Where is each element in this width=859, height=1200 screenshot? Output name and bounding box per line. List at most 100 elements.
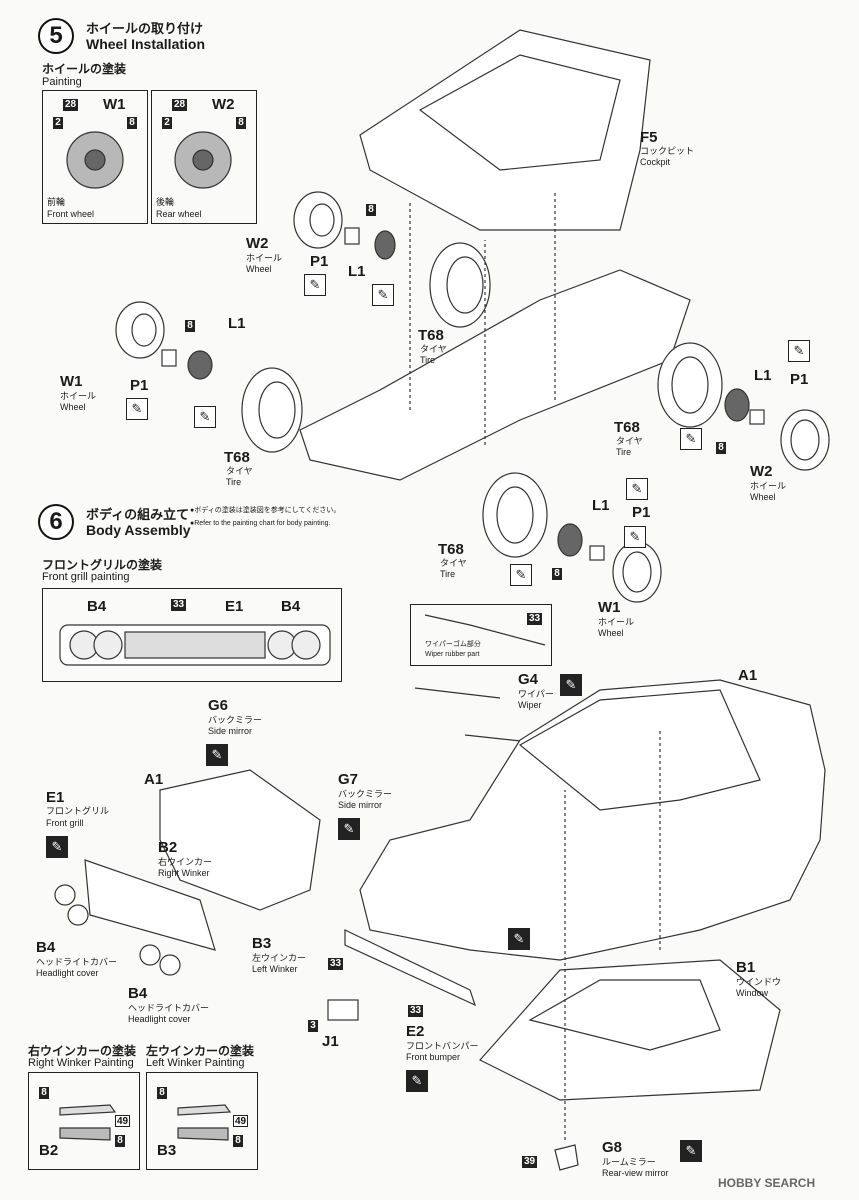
b3-part: B3 (252, 935, 272, 952)
right-winker-color-49: 49 (115, 1115, 131, 1127)
right-winker-color-8b: 8 (115, 1135, 125, 1147)
no-glue-icon: ✎ (626, 478, 648, 500)
step6-note-en: ●Refer to the painting chart for body pa… (190, 520, 331, 527)
b4a-jp: ヘッドライトカバー (36, 957, 118, 967)
right-winker-part: B2 (39, 1142, 59, 1159)
no-glue-icon: ✎ (624, 526, 646, 548)
w2-right-jp: ホイール (750, 481, 787, 491)
front-wheel-label-en: Front wheel (47, 209, 95, 219)
front-wheel-painting-box: 28 W1 2 8 前輪 Front wheel (42, 90, 148, 224)
w1-bottom-en: Wheel (598, 628, 624, 638)
grill-b4-right: B4 (281, 598, 301, 615)
t68-bottom-jp: タイヤ (440, 558, 467, 568)
b1-jp: ウインドウ (736, 977, 782, 987)
g4-en: Wiper (518, 700, 542, 710)
b2-jp: 右ウインカー (158, 857, 213, 867)
right-winker-painting-en: Right Winker Painting (28, 1057, 134, 1069)
l1-bottom-part: L1 (592, 497, 610, 514)
w1-bottom-part: W1 (598, 599, 621, 616)
painting-title-en: Painting (42, 76, 82, 88)
g7-part: G7 (338, 771, 359, 788)
bumper-color-left: 33 (328, 958, 344, 970)
left-winker-painting-jp: 左ウインカーの塗装 (146, 1044, 255, 1058)
w1-left-part: W1 (60, 373, 83, 390)
rear-wheel-painting-box: 28 W2 2 8 後輪 Rear wheel (151, 90, 257, 224)
grill-e1: E1 (225, 598, 244, 615)
l1-left-color: 8 (185, 320, 195, 332)
g6-en: Side mirror (208, 726, 253, 736)
b3-jp: 左ウインカー (252, 953, 307, 963)
grill-color-33: 33 (171, 599, 187, 611)
b2-part: B2 (158, 839, 178, 856)
w2-right-en: Wheel (750, 492, 776, 502)
j1-color: 3 (308, 1020, 318, 1032)
step5-title-jp: ホイールの取り付け (86, 21, 204, 36)
cockpit-label-jp: コックピット (640, 146, 695, 156)
t68-bottom-en: Tire (440, 569, 456, 579)
front-wheel-label-jp: 前輪 (47, 197, 66, 207)
left-winker-box: 8 49 8 B3 (146, 1072, 258, 1170)
no-glue-icon: ✎ (788, 340, 810, 362)
a1-right-part: A1 (738, 667, 758, 684)
w2-top-en: Wheel (246, 264, 272, 274)
g8-jp: ルームミラー (602, 1157, 656, 1167)
t68-left-en: Tire (226, 477, 242, 487)
w2-top-part: W2 (246, 235, 269, 252)
l1-top-color: 8 (366, 204, 376, 216)
grill-b4-left: B4 (87, 598, 107, 615)
j1-part: J1 (322, 1033, 339, 1050)
front-wheel-color-8: 8 (127, 117, 137, 129)
g8-en: Rear-view mirror (602, 1168, 669, 1178)
rear-wheel-color-8: 8 (236, 117, 246, 129)
step5-number: 5 (38, 18, 74, 54)
step6-title-jp: ボディの組み立て (86, 507, 190, 522)
l1-bottom-color: 8 (552, 568, 562, 580)
g7-jp: バックミラー (338, 789, 393, 799)
p1-left-part: P1 (130, 377, 149, 394)
t68-top-en: Tire (420, 355, 436, 365)
e1-part: E1 (46, 789, 65, 806)
glue-icon: ✎ (680, 1140, 702, 1162)
glue-icon: ✎ (560, 674, 582, 696)
grill-painting-title-en: Front grill painting (42, 571, 130, 583)
left-winker-color-8b: 8 (233, 1135, 243, 1147)
glue-icon: ✎ (406, 1070, 428, 1092)
p1-bottom-part: P1 (632, 504, 651, 521)
no-glue-icon: ✎ (304, 274, 326, 296)
grill-painting-title-jp: フロントグリルの塗装 (42, 558, 163, 572)
t68-right-jp: タイヤ (616, 436, 643, 446)
glue-icon: ✎ (206, 744, 228, 766)
right-winker-painting-jp: 右ウインカーの塗装 (28, 1044, 137, 1058)
no-glue-icon: ✎ (126, 398, 148, 420)
p1-top-part: P1 (310, 253, 329, 270)
g4-jp: ワイパー (518, 689, 554, 699)
right-winker-box: 8 49 8 B2 (28, 1072, 140, 1170)
glue-icon: ✎ (338, 818, 360, 840)
left-winker-painting-en: Left Winker Painting (146, 1057, 245, 1069)
glue-icon: ✎ (46, 836, 68, 858)
b2-en: Right Winker (158, 868, 210, 878)
e1-en: Front grill (46, 818, 84, 828)
wiper-rubber-box: 33 ワイパーゴム部分 Wiper rubber part (410, 604, 552, 666)
a1-left-part: A1 (144, 771, 164, 788)
step6-note-jp: ●ボディの塗装は塗装図を参考にしてください。 (190, 507, 341, 514)
left-winker-part: B3 (157, 1142, 177, 1159)
l1-top-part: L1 (348, 263, 366, 280)
e2-jp: フロントバンパー (406, 1041, 479, 1051)
b4b-en: Headlight cover (128, 1014, 191, 1024)
no-glue-icon: ✎ (194, 406, 216, 428)
p1-right-part: P1 (790, 371, 809, 388)
g8-color: 39 (522, 1156, 538, 1168)
front-wheel-color-2: 2 (53, 117, 63, 129)
left-winker-color-8a: 8 (157, 1087, 167, 1099)
cockpit-part: F5 (640, 129, 658, 146)
no-glue-icon: ✎ (680, 428, 702, 450)
right-winker-color-8a: 8 (39, 1087, 49, 1099)
no-glue-icon: ✎ (372, 284, 394, 306)
wiper-rubber-en: Wiper rubber part (425, 651, 480, 658)
grill-painting-box: B4 33 E1 B4 (42, 588, 342, 682)
e2-part: E2 (406, 1023, 425, 1040)
t68-left-jp: タイヤ (226, 466, 253, 476)
g4-part: G4 (518, 671, 539, 688)
w1-bottom-jp: ホイール (598, 617, 635, 627)
